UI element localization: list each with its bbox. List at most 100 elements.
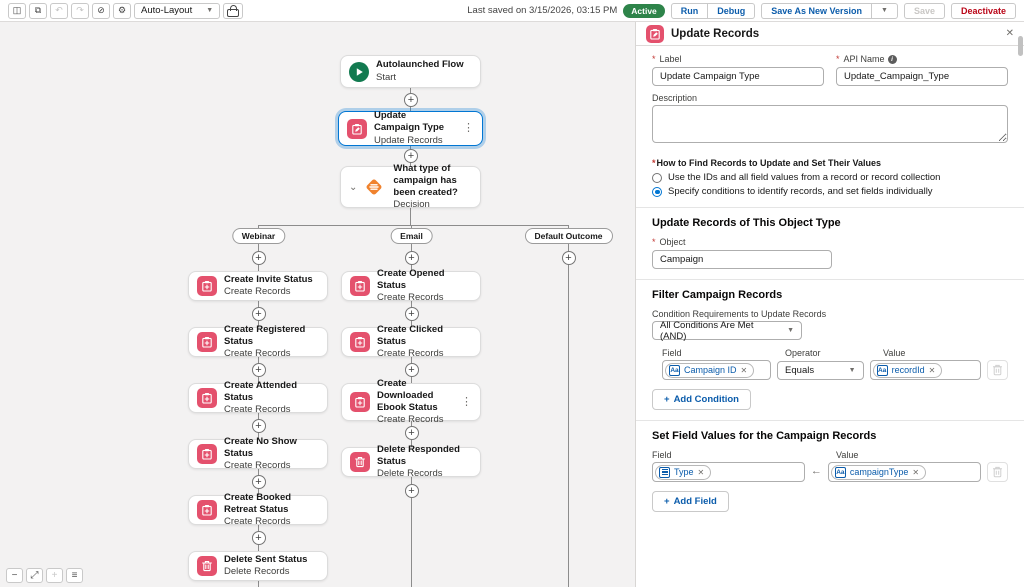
close-icon[interactable]: ✕	[1005, 28, 1014, 39]
save-as-new-version-button[interactable]: Save As New Version	[761, 2, 872, 19]
node-title: Create Registered Status	[224, 323, 306, 347]
radio-selected-icon[interactable]	[652, 186, 662, 197]
add-field-button[interactable]: + Add Field	[652, 491, 729, 512]
undo-icon: ↶	[55, 5, 63, 15]
info-icon[interactable]: i	[887, 54, 897, 64]
set-field-input[interactable]: Type ✕	[652, 462, 805, 482]
add-element-button[interactable]: +	[404, 251, 419, 265]
flow-node-what-type-of-campaign-has-been-created-[interactable]: ⌄ What type of campaign has been created?…	[340, 162, 481, 211]
node-menu-icon[interactable]: ⋮	[461, 395, 472, 408]
copy-button[interactable]: ⧉	[29, 2, 47, 19]
set-value-input[interactable]: Aa campaignType ✕	[827, 462, 981, 482]
condition-value-input[interactable]: Aa recordId ✕	[869, 360, 982, 380]
view-errors-button[interactable]: ⊘	[92, 2, 110, 19]
trash-icon	[992, 466, 1002, 478]
add-element-button[interactable]: +	[404, 149, 418, 163]
delete-records-icon	[350, 452, 370, 472]
status-badge: Active	[623, 3, 665, 18]
field-pill-label: Campaign ID	[684, 365, 737, 375]
remove-pill-icon[interactable]: ✕	[912, 467, 920, 477]
chevron-down-icon: ▼	[206, 7, 214, 14]
description-textarea[interactable]	[652, 105, 1008, 143]
text-resource-icon: Aa	[834, 466, 846, 478]
filter-section-heading: Filter Campaign Records	[652, 289, 783, 301]
add-element-button[interactable]: +	[251, 251, 266, 265]
node-title: What type of campaign has been created?	[393, 162, 458, 198]
node-title: Create Clicked Status	[377, 323, 444, 347]
field-resource-pill[interactable]: Aa Campaign ID ✕	[665, 362, 755, 378]
save-button[interactable]: Save	[903, 2, 945, 19]
condition-field-input[interactable]: Aa Campaign ID ✕	[662, 360, 772, 380]
undo-button[interactable]: ↶	[50, 2, 68, 19]
radio-option-conditions[interactable]: Specify conditions to identify records, …	[652, 186, 1008, 197]
add-element-button[interactable]: +	[251, 419, 266, 433]
add-element-button[interactable]: +	[561, 251, 576, 265]
label-input[interactable]	[652, 67, 824, 86]
remove-pill-icon[interactable]: ✕	[740, 365, 748, 375]
set-field-pill-label: Type	[674, 467, 694, 477]
lock-button[interactable]	[223, 2, 244, 19]
node-subtitle: Decision	[393, 199, 430, 211]
set-value-resource-pill[interactable]: Aa campaignType ✕	[830, 464, 927, 480]
text-resource-icon: Aa	[669, 364, 680, 376]
create-records-icon	[197, 444, 217, 464]
field-picklist-pill[interactable]: Type ✕	[655, 464, 712, 480]
remove-pill-icon[interactable]: ✕	[697, 467, 705, 477]
add-element-button[interactable]: +	[404, 426, 419, 440]
save-options-caret-button[interactable]: ▼	[872, 2, 898, 19]
toolbar-left-group: ◫ ⧉ ↶ ↷⊘⚙Auto-Layout▼	[8, 2, 244, 19]
debug-button[interactable]: Debug	[708, 2, 756, 19]
add-element-button[interactable]: +	[404, 307, 419, 321]
node-title: Update Campaign Type	[374, 110, 445, 134]
fit-view-button[interactable]: ≡	[66, 568, 83, 583]
delete-condition-button[interactable]	[987, 360, 1008, 380]
node-title: Create Invite Status	[224, 273, 313, 285]
add-element-button[interactable]: +	[404, 93, 418, 107]
add-element-button[interactable]: +	[251, 475, 266, 489]
condition-requirements-select[interactable]: All Conditions Are Met (AND) ▼	[652, 320, 802, 342]
redo-button[interactable]: ↷	[71, 2, 89, 19]
chevron-down-icon: ▼	[881, 7, 888, 14]
remove-pill-icon[interactable]: ✕	[928, 365, 936, 375]
toggle-panel-button[interactable]: ◫	[8, 2, 26, 19]
create-records-icon	[197, 500, 217, 520]
expand-view-button[interactable]: ⤢	[26, 568, 43, 583]
radio-icon[interactable]	[652, 172, 662, 183]
collapse-branch-icon[interactable]: ⌄	[349, 181, 358, 193]
add-element-button[interactable]: +	[404, 363, 419, 377]
node-menu-icon[interactable]: ⋮	[463, 122, 474, 134]
copy-icon: ⧉	[34, 5, 42, 15]
delete-field-row-button[interactable]	[986, 462, 1009, 482]
add-element-button[interactable]: +	[251, 531, 266, 545]
run-button[interactable]: Run	[670, 2, 709, 19]
api-name-input[interactable]	[836, 67, 1008, 86]
layout-select[interactable]: Auto-Layout▼	[134, 2, 221, 19]
add-element-button[interactable]: +	[404, 484, 419, 498]
required-marker: *	[652, 237, 656, 247]
settings-button[interactable]: ⚙	[113, 2, 131, 19]
zoom-in-button[interactable]: +	[46, 568, 63, 583]
add-element-button[interactable]: +	[251, 307, 266, 321]
object-input[interactable]	[652, 250, 832, 269]
add-condition-button[interactable]: + Add Condition	[652, 389, 751, 410]
panel-scrollbar[interactable]	[1018, 36, 1023, 56]
add-element-button[interactable]: +	[251, 363, 266, 377]
radio-option-ids[interactable]: Use the IDs and all field values from a …	[652, 172, 1008, 183]
operator-select[interactable]: Equals ▼	[777, 361, 864, 380]
zoom-out-button[interactable]: −	[6, 568, 23, 583]
value-resource-pill[interactable]: Aa recordId ✕	[872, 362, 943, 378]
deactivate-button[interactable]: Deactivate	[950, 2, 1016, 19]
